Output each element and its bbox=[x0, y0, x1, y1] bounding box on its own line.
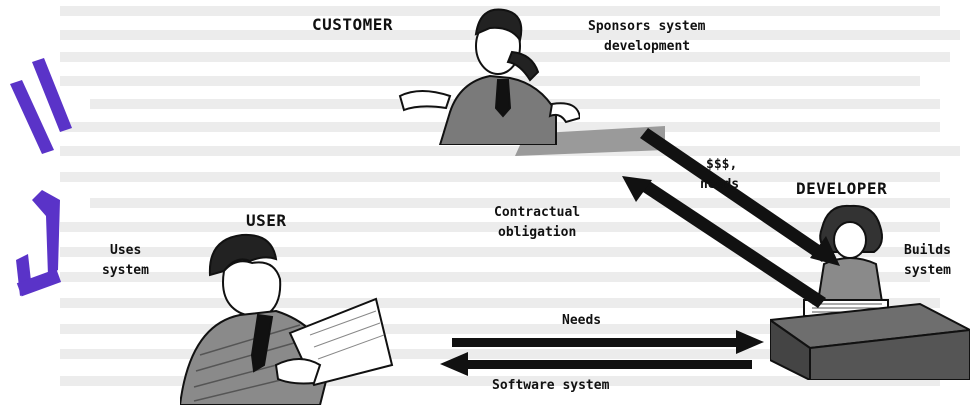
user-label: USER bbox=[246, 211, 287, 230]
contract-label-line-2: obligation bbox=[498, 225, 577, 240]
needs-label: Needs bbox=[562, 313, 602, 328]
money-label-line-2: needs bbox=[700, 177, 740, 192]
customer-figure bbox=[398, 8, 580, 145]
watermark-logo bbox=[10, 58, 72, 297]
developer-note-line-1: Builds bbox=[904, 243, 951, 258]
customer-label: CUSTOMER bbox=[312, 15, 394, 34]
contract-label-line-1: Contractual bbox=[494, 205, 581, 220]
customer-note-line-2: development bbox=[604, 39, 691, 54]
contract-arrow bbox=[622, 176, 826, 308]
user-note-line-1: Uses bbox=[110, 243, 142, 258]
software-arrow bbox=[440, 352, 752, 376]
customer-note-line-1: Sponsors system bbox=[588, 19, 706, 34]
developer-note-line-2: system bbox=[904, 263, 951, 278]
money-needs-arrow bbox=[640, 128, 840, 266]
software-label: Software system bbox=[492, 378, 610, 393]
user-figure bbox=[180, 233, 394, 405]
developer-label: DEVELOPER bbox=[796, 179, 888, 198]
user-note-line-2: system bbox=[102, 263, 149, 278]
money-label-line-1: $$$, bbox=[706, 157, 738, 172]
developer-figure bbox=[770, 204, 970, 380]
needs-arrow bbox=[452, 330, 764, 354]
